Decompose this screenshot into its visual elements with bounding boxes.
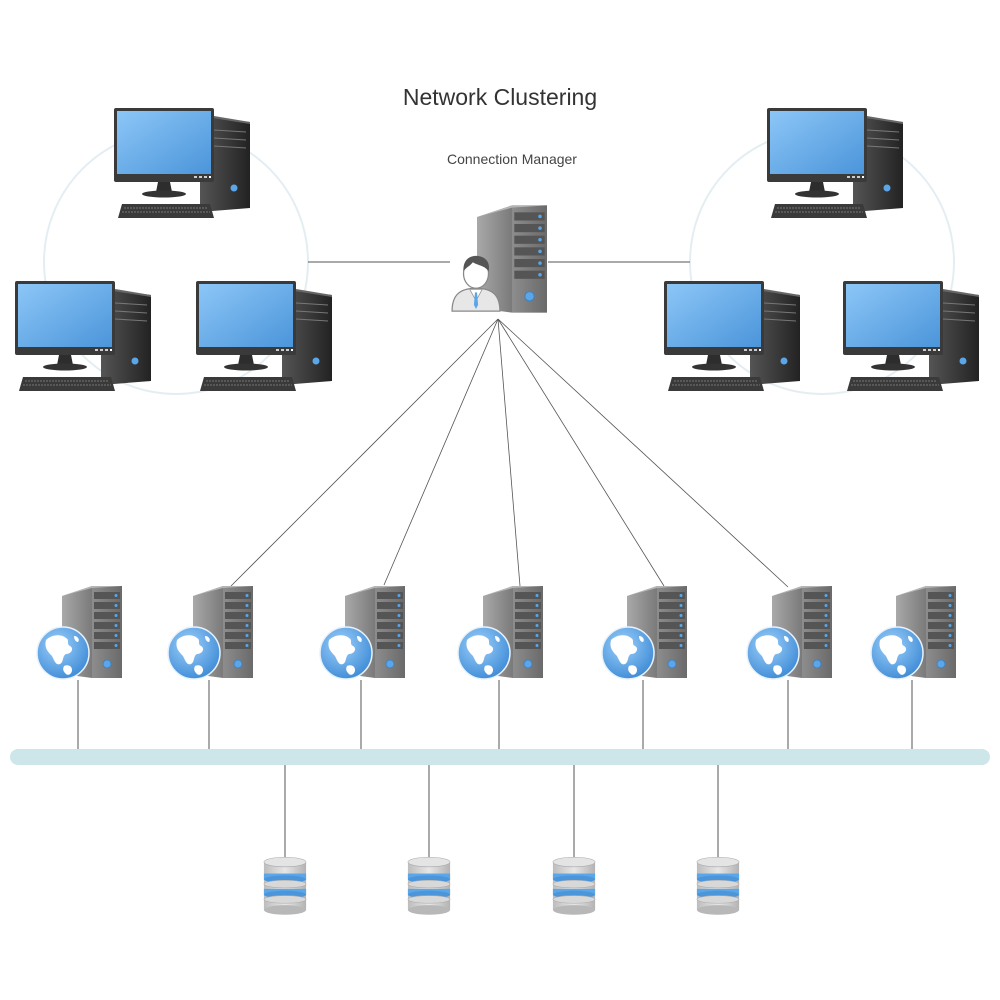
bus-drop-links: [77, 680, 913, 858]
workstation-left-top[interactable]: [114, 108, 250, 219]
database-3[interactable]: [552, 856, 596, 916]
manager-link-server-6: [497, 318, 789, 588]
web-server-4[interactable]: [457, 586, 543, 680]
manager-link-server-5: [497, 318, 665, 587]
manager-link-server-2: [230, 318, 499, 587]
web-server-6[interactable]: [746, 586, 832, 680]
manager-link-server-3: [383, 318, 499, 586]
workstation-right-bottom-left[interactable]: [664, 281, 800, 392]
globe-icon: [36, 626, 90, 680]
web-servers: [36, 586, 956, 680]
databases: [263, 856, 740, 916]
globe-icon: [601, 626, 655, 680]
manager-fanout-links: [230, 318, 789, 588]
database-1[interactable]: [263, 856, 307, 916]
web-server-1[interactable]: [36, 586, 122, 680]
database-2[interactable]: [407, 856, 451, 916]
globe-icon: [319, 626, 373, 680]
connection-manager[interactable]: [451, 205, 547, 313]
diagram-title: Network Clustering: [402, 84, 598, 110]
workstation-right-bottom-right[interactable]: [843, 281, 979, 392]
connection-manager-label: Connection Manager: [447, 151, 577, 167]
web-server-7[interactable]: [870, 586, 956, 680]
database-4[interactable]: [696, 856, 740, 916]
globe-icon: [870, 626, 924, 680]
web-server-5[interactable]: [601, 586, 687, 680]
globe-icon: [167, 626, 221, 680]
manager-link-server-4: [497, 318, 521, 587]
globe-icon: [746, 626, 800, 680]
web-server-2[interactable]: [167, 586, 253, 680]
workstation-left-bottom-left[interactable]: [15, 281, 151, 392]
globe-icon: [457, 626, 511, 680]
workstation-left-bottom-right[interactable]: [196, 281, 332, 392]
workstation-right-top[interactable]: [767, 108, 903, 219]
web-server-3[interactable]: [319, 586, 405, 680]
